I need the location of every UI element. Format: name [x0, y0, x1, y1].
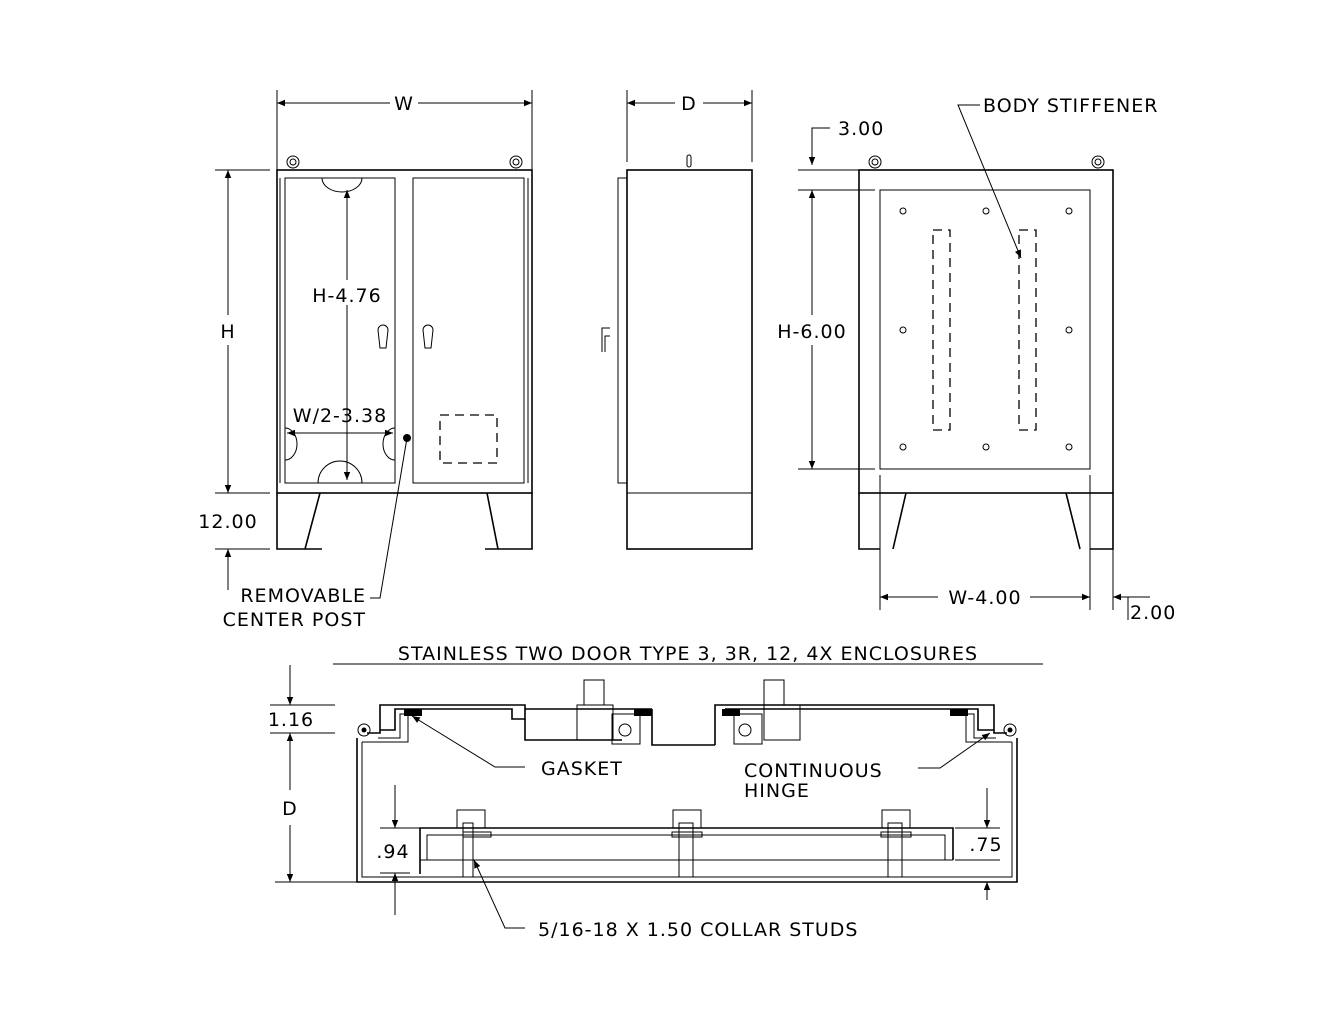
right-offset-label: .75 — [969, 834, 1002, 856]
section-view: 1.16 D .94 .75 GASKET CONTINUOUS HINGE 5… — [268, 665, 1018, 941]
center-post-label: CENTER POST — [223, 609, 366, 631]
window-cutout — [439, 414, 498, 464]
continuous-label: CONTINUOUS — [744, 760, 883, 782]
inner-width-label: W/2-3.38 — [293, 405, 387, 427]
inner-height-label: H-4.76 — [312, 285, 381, 307]
handle-icon — [422, 324, 434, 349]
leg-height-label: 12.00 — [198, 511, 257, 533]
panel-height-label: H-6.00 — [777, 321, 846, 343]
section-depth-label: D — [282, 798, 298, 820]
panel-width-label: W-4.00 — [948, 587, 1021, 609]
front-view: W H 12.00 H-4.76 W/2-3.38 REMOVABLE CENT… — [198, 90, 533, 631]
section-top-offset: 1.16 — [268, 709, 314, 731]
gasket-label: GASKET — [541, 758, 623, 780]
width-label: W — [394, 93, 414, 115]
body-stiffener-label: BODY STIFFENER — [983, 95, 1158, 117]
back-view: BODY STIFFENER 3.00 H-6.00 W-4.00 2.00 — [777, 95, 1176, 624]
depth-label: D — [681, 93, 697, 115]
side-view: D — [601, 90, 753, 550]
height-label: H — [220, 321, 235, 343]
gasket-strip — [404, 709, 422, 716]
removable-label: REMOVABLE — [240, 585, 366, 607]
side-offset-label: 2.00 — [1130, 602, 1176, 624]
hinge-label: HINGE — [744, 780, 810, 802]
stiffener — [932, 229, 951, 431]
collar-studs-label: 5/16-18 X 1.50 COLLAR STUDS — [538, 919, 858, 941]
left-offset-label: .94 — [376, 841, 409, 863]
collar-studs — [456, 809, 912, 878]
drawing-title: STAINLESS TWO DOOR TYPE 3, 3R, 12, 4X EN… — [398, 643, 978, 665]
stiffener — [1018, 229, 1037, 431]
top-offset-label: 3.00 — [838, 118, 884, 140]
handle-icon — [377, 324, 389, 349]
